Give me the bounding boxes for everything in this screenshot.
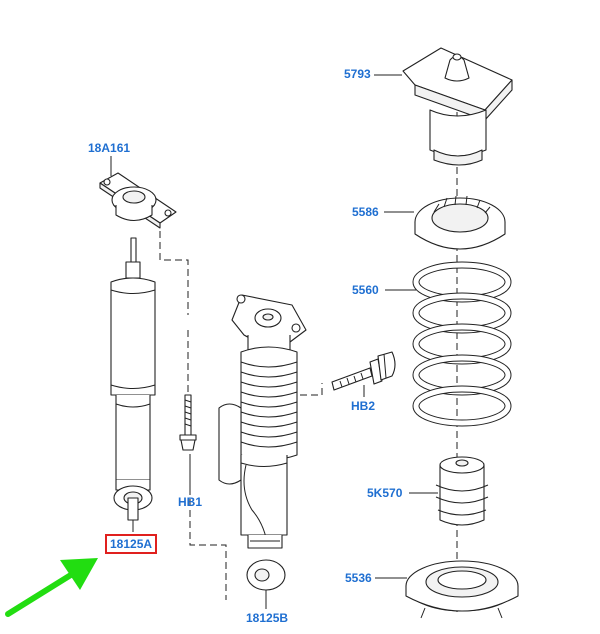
part-5K570-bump-stop[interactable] [435,456,489,526]
part-18125B-shock-absorber[interactable] [218,294,307,591]
label-part-18125B[interactable]: 18125B [246,611,289,625]
label-part-5K570[interactable]: 5K570 [367,486,403,500]
pointer-arrow [5,558,98,617]
label-part-HB2[interactable]: HB2 [351,399,376,413]
leader-lines [110,74,438,609]
part-5560-coil-spring[interactable] [412,260,512,427]
part-18A161-upper-mount[interactable] [99,172,177,229]
part-18125A-shock-absorber[interactable] [110,237,156,521]
part-HB2-bolt[interactable] [331,351,396,391]
part-5793-upper-seat[interactable] [402,47,513,166]
part-HB1-bolt[interactable] [179,394,197,451]
label-part-18A161[interactable]: 18A161 [88,141,131,155]
label-part-5586[interactable]: 5586 [352,205,379,219]
part-5586-insulator[interactable] [414,195,506,250]
label-part-5536[interactable]: 5536 [345,571,372,585]
label-part-HB1[interactable]: HB1 [178,495,203,509]
label-part-5793[interactable]: 5793 [344,67,371,81]
label-part-5560[interactable]: 5560 [352,283,379,297]
label-part-18125A[interactable]: 18125A [105,534,158,554]
part-5536-lower-seat[interactable] [405,560,519,619]
